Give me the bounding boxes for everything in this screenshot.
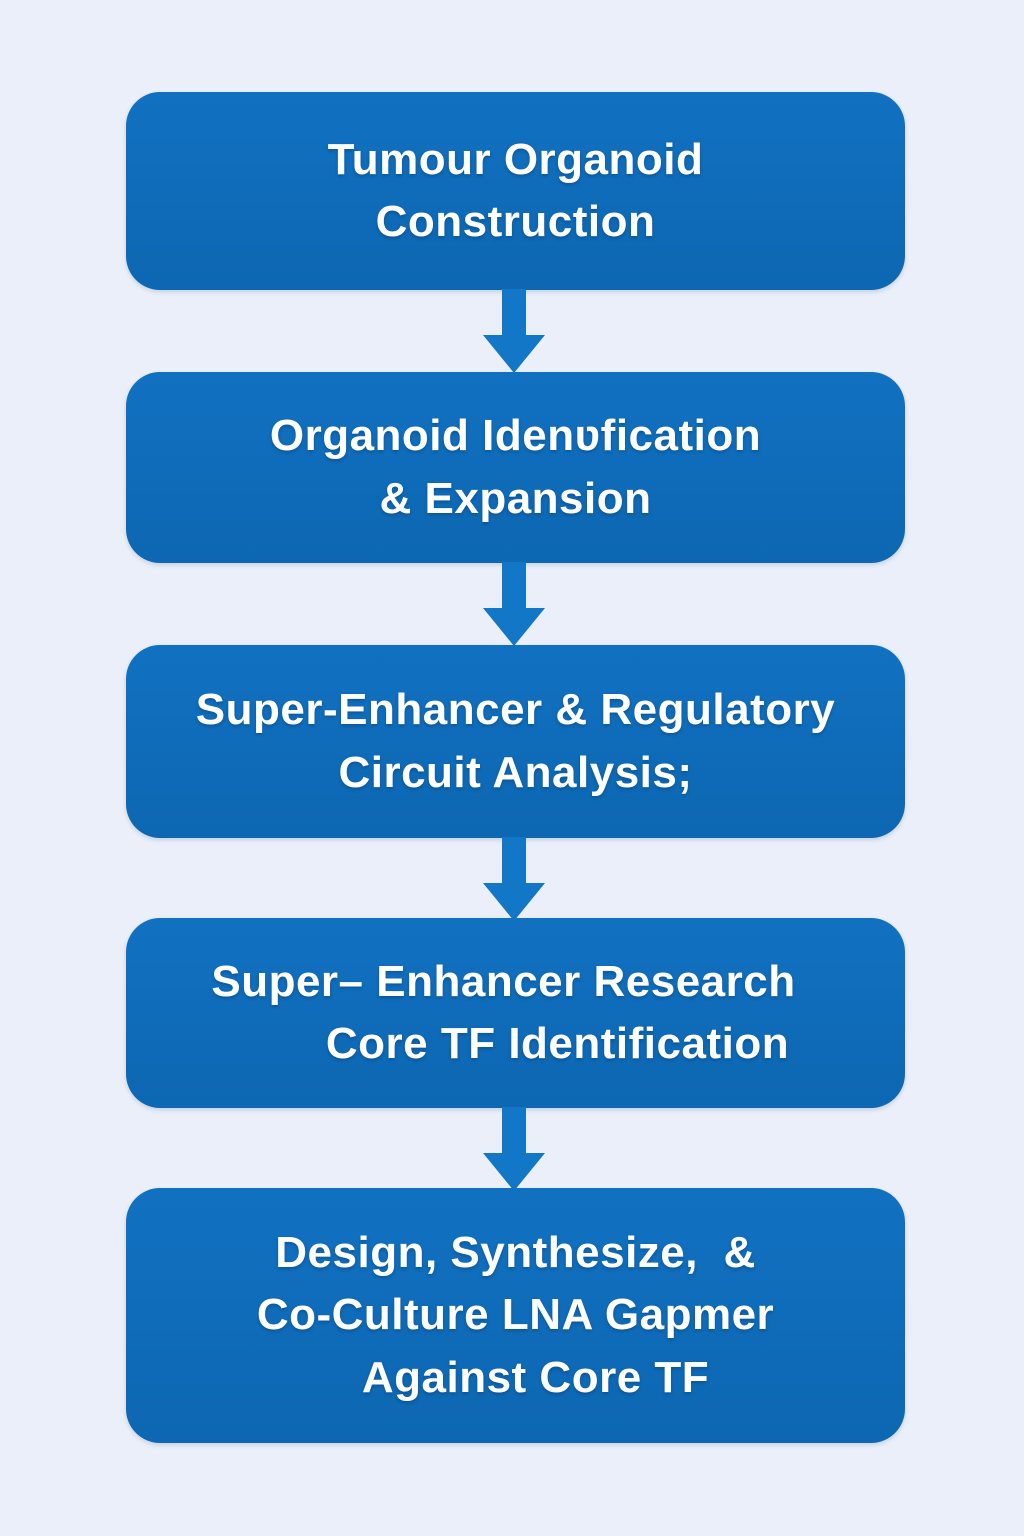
down-arrow-icon [483, 837, 545, 921]
down-arrow-icon [483, 1107, 545, 1191]
node-text-line: Organoid Idenʋfication [269, 411, 762, 461]
node-text-line: Against Core TF [361, 1352, 710, 1402]
node-text-line: Circuit Analysis; [338, 747, 693, 797]
node-text-line: Tumour Organoid [327, 134, 704, 184]
node-text-line: Super– Enhancer Research [211, 956, 796, 1006]
arrow-head [483, 335, 545, 373]
arrow-stem [502, 562, 526, 608]
down-arrow-icon [483, 562, 545, 646]
down-arrow-icon [483, 289, 545, 373]
flow-node-super-enhancer-research-core-tf-identification: Super– Enhancer Research Core TF Identif… [126, 918, 905, 1108]
flow-node-design-synthesize-coculture-lna-gapmer: Design, Synthesize, & Co-Culture LNA Gap… [126, 1188, 905, 1443]
node-text-line: Design, Synthesize, & [275, 1227, 756, 1277]
node-text-line: & Expansion [379, 473, 652, 523]
node-text-line: Core TF Identification [325, 1019, 790, 1068]
arrow-head [483, 1153, 545, 1191]
flow-node-super-enhancer-regulatory-circuit-analysis: Super-Enhancer & Regulatory Circuit Anal… [126, 645, 905, 838]
arrow-stem [502, 1107, 526, 1153]
arrow-stem [502, 289, 526, 335]
arrow-stem [502, 837, 526, 883]
arrow-head [483, 883, 545, 921]
flow-node-organoid-identification-expansion: Organoid Idenʋfication & Expansion [126, 372, 905, 563]
arrow-head [483, 608, 545, 646]
flow-node-tumour-organoid-construction: Tumour Organoid Construction [126, 92, 905, 290]
node-text-line: Super-Enhancer & Regulatory [195, 685, 836, 735]
node-text-line: Co-Culture LNA Gapmer [256, 1290, 775, 1340]
node-text-line: Construction [375, 197, 656, 246]
